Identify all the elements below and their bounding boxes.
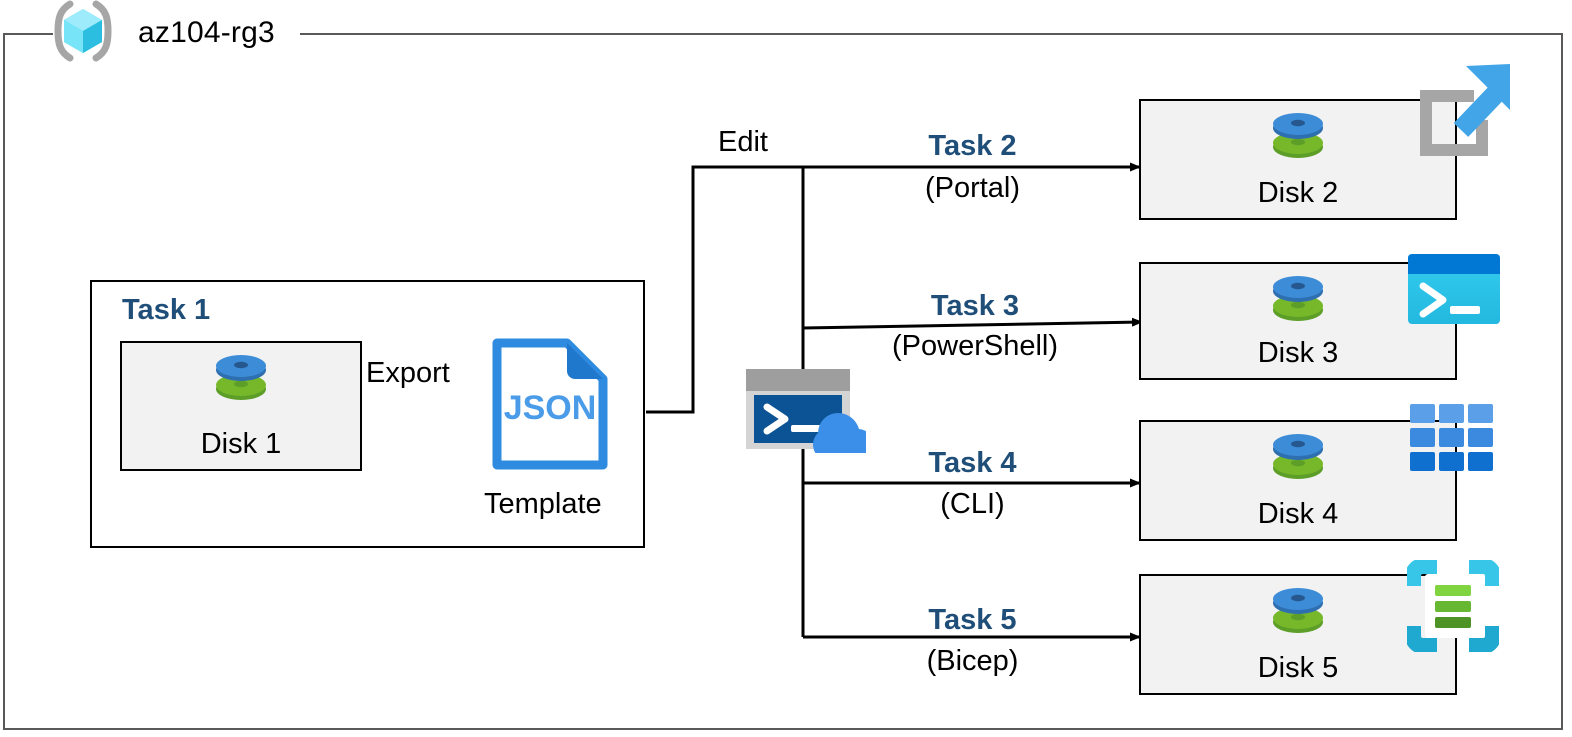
disk-5-label: Disk 5 <box>1257 652 1339 684</box>
svg-text:JSON: JSON <box>504 389 597 427</box>
disk-3-box[interactable]: Disk 3 <box>1139 262 1457 380</box>
azure-cli-icon[interactable] <box>1408 402 1496 479</box>
managed-disk-icon <box>1270 274 1326 341</box>
disk-2-icon-wrap <box>1141 111 1455 178</box>
task-3-label: Task 3 <box>930 290 1020 322</box>
disk-5-icon-wrap <box>1141 586 1455 653</box>
resource-group-frame-top-right <box>300 33 1563 35</box>
resource-group-header: az104-rg3 <box>50 0 275 66</box>
disk-1-icon-wrap <box>122 353 360 420</box>
disk-4-icon-wrap <box>1141 432 1455 499</box>
disk-1-label: Disk 1 <box>200 428 282 460</box>
managed-disk-icon <box>1270 586 1326 653</box>
disk-1-box[interactable]: Disk 1 <box>120 341 362 471</box>
resource-group-frame-top-left <box>3 33 53 35</box>
disk-2-label: Disk 2 <box>1257 177 1339 209</box>
task-3-tool-label: (PowerShell) <box>892 330 1058 362</box>
task-5-label: Task 5 <box>928 604 1017 636</box>
managed-disk-icon <box>1270 111 1326 178</box>
disk-4-box[interactable]: Disk 4 <box>1139 420 1457 541</box>
json-file-icon[interactable]: JSON <box>489 335 611 478</box>
disk-2-box[interactable]: Disk 2 <box>1139 99 1457 220</box>
azure-resource-group-cube-icon <box>50 0 116 67</box>
managed-disk-icon <box>213 353 269 420</box>
template-label: Template <box>484 488 602 520</box>
task1-title: Task 1 <box>122 294 211 326</box>
managed-disk-icon <box>1270 432 1326 499</box>
resource-group-frame <box>3 33 1563 730</box>
task-2-tool-label: (Portal) <box>924 172 1021 204</box>
task-4-label: Task 4 <box>928 447 1017 479</box>
azure-portal-icon[interactable] <box>1406 58 1518 171</box>
export-label: Export <box>366 357 450 389</box>
resource-group-name: az104-rg3 <box>138 16 275 49</box>
cloud-shell-icon[interactable] <box>744 367 874 460</box>
disk-5-box[interactable]: Disk 5 <box>1139 574 1457 695</box>
edit-label: Edit <box>718 126 768 158</box>
disk-4-label: Disk 4 <box>1257 498 1339 530</box>
powershell-icon[interactable] <box>1406 252 1502 333</box>
bicep-icon[interactable] <box>1405 558 1501 657</box>
task-4-tool-label: (CLI) <box>940 488 1005 520</box>
task-5-tool-label: (Bicep) <box>926 645 1019 677</box>
task-2-label: Task 2 <box>928 130 1017 162</box>
disk-3-icon-wrap <box>1141 274 1455 341</box>
disk-3-label: Disk 3 <box>1257 337 1339 369</box>
